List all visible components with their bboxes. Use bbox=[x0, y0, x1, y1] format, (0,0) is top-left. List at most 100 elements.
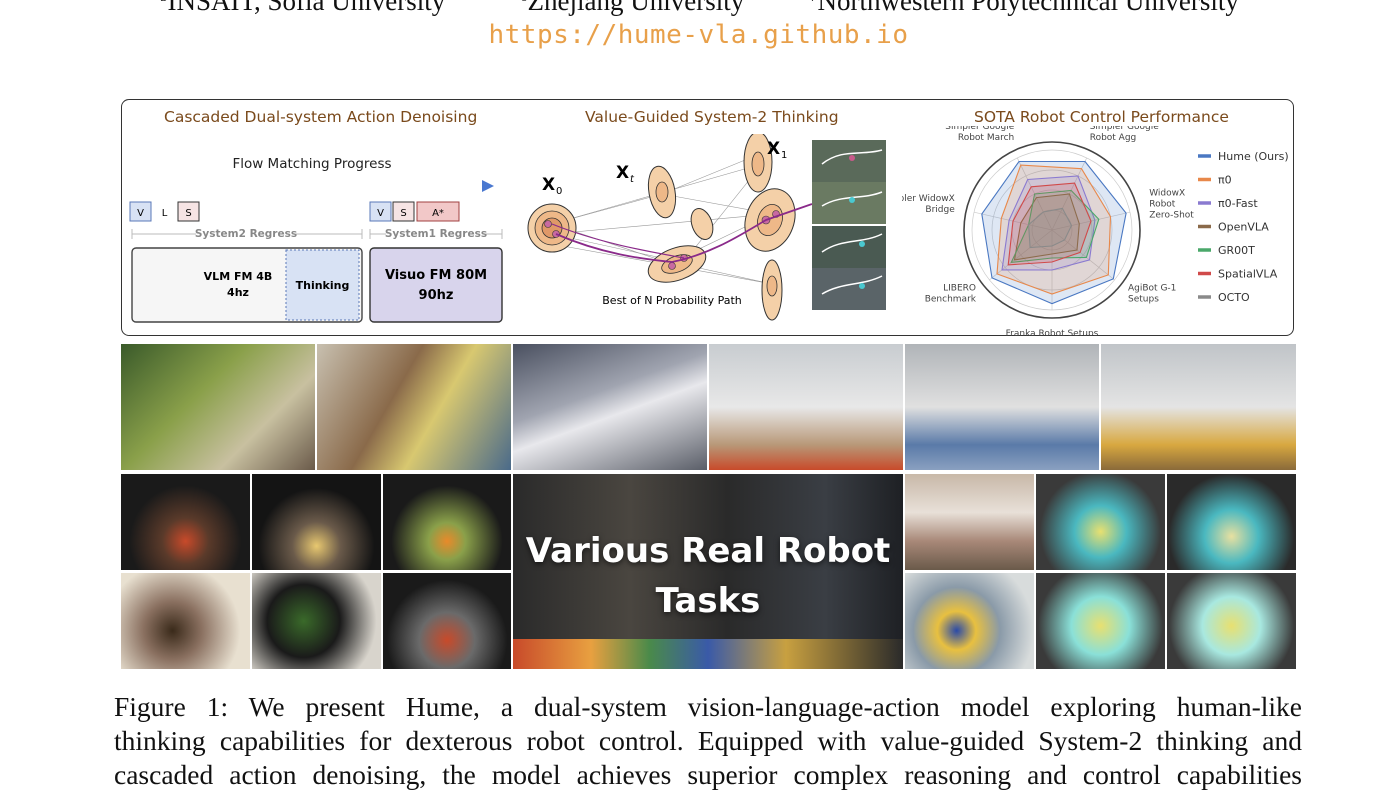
system1-label-bg bbox=[386, 226, 486, 242]
affiliation-1: 5INSAIT, Sofia University bbox=[160, 0, 446, 16]
system1-regress-label: System1 Regress bbox=[385, 228, 487, 240]
trajectory-thumbnails bbox=[812, 140, 886, 310]
radar-spoke bbox=[1051, 229, 1115, 281]
token-v-right bbox=[369, 201, 392, 222]
visuo-label: Visuo FM 80M bbox=[385, 268, 487, 283]
overview-figure-panel: Cascaded Dual-system Action Denoising Va… bbox=[121, 99, 1294, 336]
vlm-freq: 4hz bbox=[227, 286, 249, 299]
legend-entry: OpenVLA bbox=[1218, 221, 1269, 234]
radar-series bbox=[981, 160, 1127, 305]
caption-line-1: Figure 1: We present Hume, a dual-system… bbox=[114, 691, 1302, 722]
caption-line-3: cascaded action denoising, the model ach… bbox=[114, 759, 1302, 790]
token-v-left-label: V bbox=[137, 208, 144, 219]
middle-panel-title: Value-Guided System-2 Thinking bbox=[585, 108, 839, 126]
affiliation-3: 7Northwestern Polytechnical University bbox=[810, 0, 1239, 16]
radar-axis-label: Franka Robot Setups bbox=[1006, 329, 1099, 336]
thinking-label: Thinking bbox=[296, 279, 350, 292]
task-photo-8 bbox=[252, 474, 381, 570]
system2-regress-label: System2 Regress bbox=[195, 228, 297, 240]
task-photo-18 bbox=[1167, 573, 1296, 669]
thinking-box bbox=[285, 249, 360, 321]
radar-series-1 bbox=[981, 160, 1127, 305]
denoising-diagram: Flow Matching Progress V L S V S A* Syst… bbox=[129, 156, 503, 323]
radar-legend: Hume (Ours)π0π0-FastOpenVLAGR00TSpatialV… bbox=[1198, 150, 1289, 304]
task-photo-7 bbox=[121, 474, 250, 570]
token-l-left-label: L bbox=[162, 208, 168, 219]
token-v-right-label: V bbox=[377, 208, 384, 219]
figure-caption: Figure 1: We present Hume, a dual-system… bbox=[114, 690, 1302, 792]
thinking-path-diagram: X 0 X t X 1 Best of N Probability Path bbox=[527, 134, 886, 321]
affiliation-2: 6Zhejiang University bbox=[520, 0, 745, 16]
radar-series-5 bbox=[1010, 189, 1100, 264]
token-v-left bbox=[129, 201, 152, 222]
various-tasks-banner: Various Real Robot Tasks bbox=[513, 474, 903, 669]
best-path-secondary bbox=[551, 223, 685, 259]
visuo-box bbox=[369, 247, 503, 323]
task-photo-2 bbox=[317, 344, 511, 470]
task-photo-3 bbox=[513, 344, 707, 470]
banner-background bbox=[513, 474, 903, 669]
task-photo-15 bbox=[1167, 474, 1296, 570]
task-photo-10 bbox=[121, 573, 250, 669]
legend-entry: π0 bbox=[1218, 174, 1232, 187]
legend-entry: SpatialVLA bbox=[1218, 268, 1278, 281]
robot-task-mosaic: Various Real Robot Tasks bbox=[121, 344, 1296, 669]
token-a-right bbox=[416, 201, 460, 222]
legend-entry: OCTO bbox=[1218, 291, 1250, 304]
task-photo-4 bbox=[709, 344, 903, 470]
radar-outer-ring bbox=[963, 141, 1141, 319]
vlm-label: VLM FM 4B bbox=[204, 270, 273, 283]
task-photo-9 bbox=[383, 474, 511, 570]
radar-spoke bbox=[989, 229, 1053, 281]
best-path bbox=[555, 203, 813, 263]
project-url-link[interactable]: https://hume-vla.github.io bbox=[488, 20, 909, 50]
task-photo-5 bbox=[905, 344, 1099, 470]
token-s-right-label: S bbox=[400, 208, 406, 219]
task-photo-16 bbox=[905, 573, 1034, 669]
left-panel-title: Cascaded Dual-system Action Denoising bbox=[164, 108, 478, 126]
xt-sub: t bbox=[630, 174, 635, 185]
token-l-left bbox=[153, 201, 176, 222]
token-s-right bbox=[392, 201, 415, 222]
task-photo-14 bbox=[1036, 474, 1165, 570]
x1-label: X bbox=[767, 139, 780, 159]
affiliations-line: 5INSAIT, Sofia University 6Zhejiang Univ… bbox=[0, 0, 1397, 18]
right-panel-title: SOTA Robot Control Performance bbox=[974, 108, 1229, 126]
flow-arrow-head bbox=[482, 180, 494, 192]
flow-progress-label: Flow Matching Progress bbox=[232, 156, 391, 172]
radar-series-6 bbox=[1007, 182, 1092, 266]
task-photo-6 bbox=[1101, 344, 1296, 470]
x0-sub: 0 bbox=[556, 186, 562, 197]
task-photo-11 bbox=[252, 573, 381, 669]
x0-label: X bbox=[542, 175, 555, 195]
best-path-label: Best of N Probability Path bbox=[602, 294, 742, 307]
x1-sub: 1 bbox=[781, 150, 787, 161]
visuo-freq: 90hz bbox=[419, 288, 454, 303]
task-photo-12 bbox=[383, 573, 511, 669]
task-photo-17 bbox=[1036, 573, 1165, 669]
banner-floor bbox=[513, 639, 903, 669]
task-photo-1 bbox=[121, 344, 315, 470]
token-a-right-label: A* bbox=[432, 208, 444, 219]
task-photo-13 bbox=[905, 474, 1034, 570]
x0-distribution bbox=[527, 203, 577, 253]
token-s-left bbox=[177, 201, 200, 222]
caption-line-2: thinking capabilities for dexterous robo… bbox=[114, 725, 1302, 756]
radar-series-7 bbox=[1028, 207, 1073, 249]
banner-title: Various Real Robot Tasks bbox=[525, 531, 891, 621]
system2-label-bg bbox=[196, 226, 296, 242]
xt-distribution bbox=[647, 165, 714, 283]
token-s-left-label: S bbox=[185, 208, 191, 219]
xt-label: X bbox=[616, 163, 629, 183]
x1-distribution bbox=[743, 134, 796, 321]
legend-entry: π0-Fast bbox=[1218, 197, 1258, 210]
legend-entry: Hume (Ours) bbox=[1218, 150, 1289, 163]
